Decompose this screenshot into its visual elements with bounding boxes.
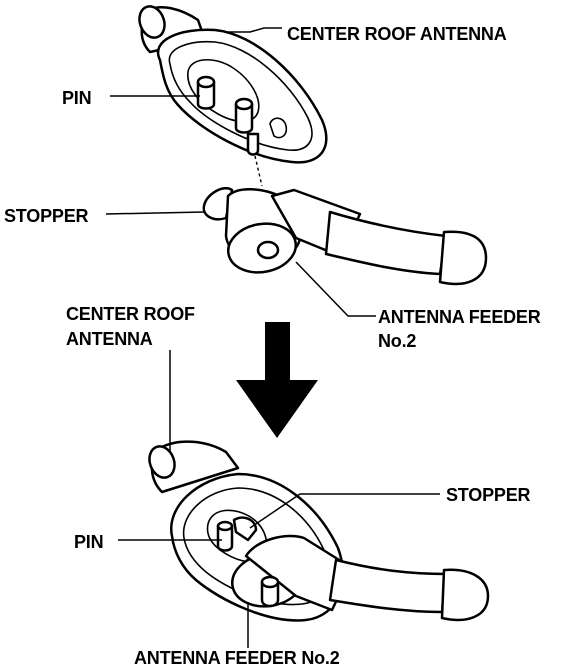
- label-antenna-feeder-top-line1: ANTENNA FEEDER: [378, 307, 541, 327]
- label-pin-top: PIN: [62, 88, 91, 108]
- label-antenna-feeder-top-line2: No.2: [378, 331, 416, 351]
- label-pin-bottom: PIN: [74, 532, 103, 552]
- down-arrow-icon: [236, 322, 318, 438]
- label-antenna-feeder-bottom: ANTENNA FEEDER No.2: [134, 648, 340, 668]
- top-illustration: [138, 5, 488, 286]
- bottom-illustration: [148, 440, 490, 622]
- label-stopper-top: STOPPER: [4, 206, 88, 226]
- label-stopper-bottom: STOPPER: [446, 485, 530, 505]
- label-center-roof-antenna-top: CENTER ROOF ANTENNA: [287, 24, 507, 44]
- leader-lines: [105, 27, 440, 648]
- label-center-roof-antenna-bottom-line2: ANTENNA: [66, 329, 153, 349]
- label-center-roof-antenna-bottom-line1: CENTER ROOF: [66, 304, 195, 324]
